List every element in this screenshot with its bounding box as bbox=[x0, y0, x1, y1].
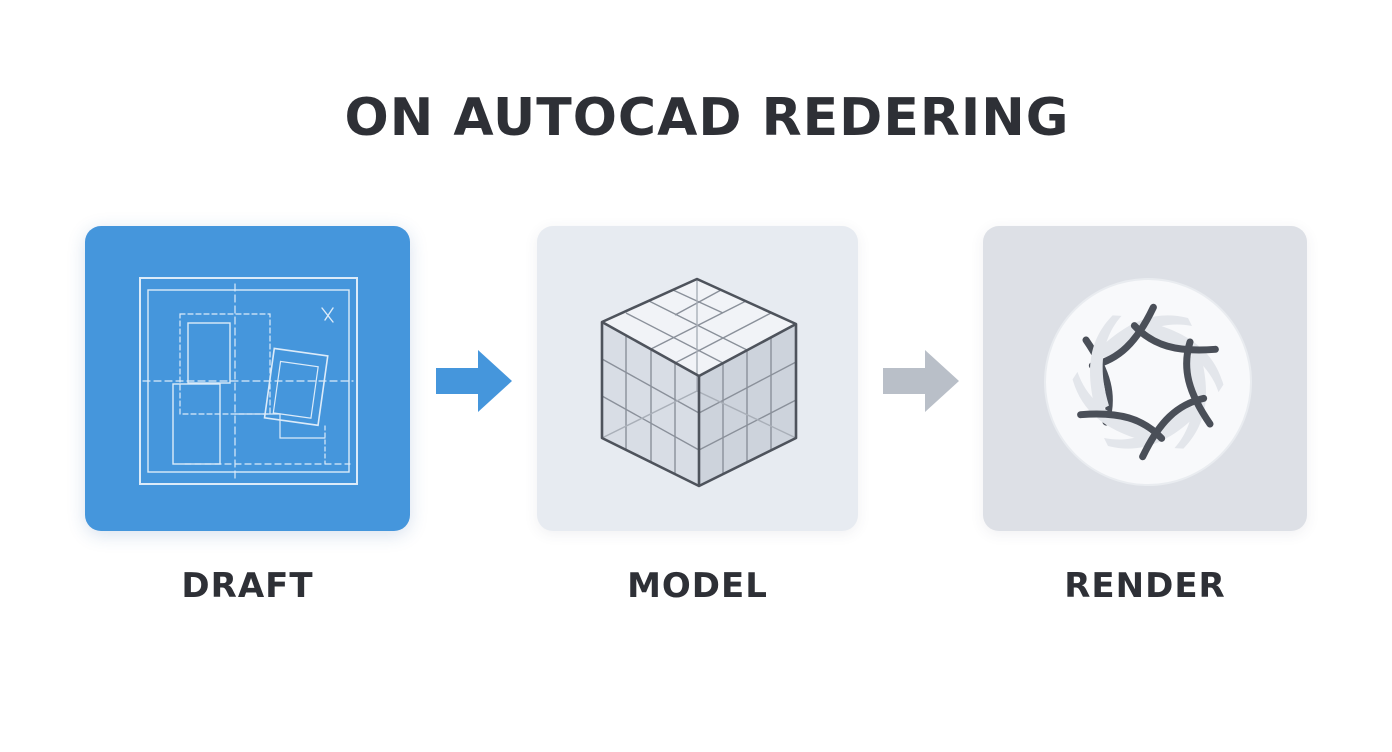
step-label-draft: DRAFT bbox=[181, 566, 314, 606]
wireframe-cube-icon bbox=[600, 277, 798, 488]
step-label-render: RENDER bbox=[1064, 566, 1226, 606]
blueprint-icon bbox=[139, 277, 358, 485]
render-card bbox=[983, 226, 1307, 531]
draft-card bbox=[85, 226, 410, 531]
arrow-right-icon bbox=[883, 350, 959, 412]
model-card bbox=[537, 226, 858, 531]
arrow-right-icon bbox=[436, 350, 512, 412]
diagram-title: ON AUTOCAD REDERING bbox=[344, 88, 1070, 148]
step-label-model: MODEL bbox=[627, 566, 768, 606]
aperture-icon bbox=[1044, 278, 1252, 486]
